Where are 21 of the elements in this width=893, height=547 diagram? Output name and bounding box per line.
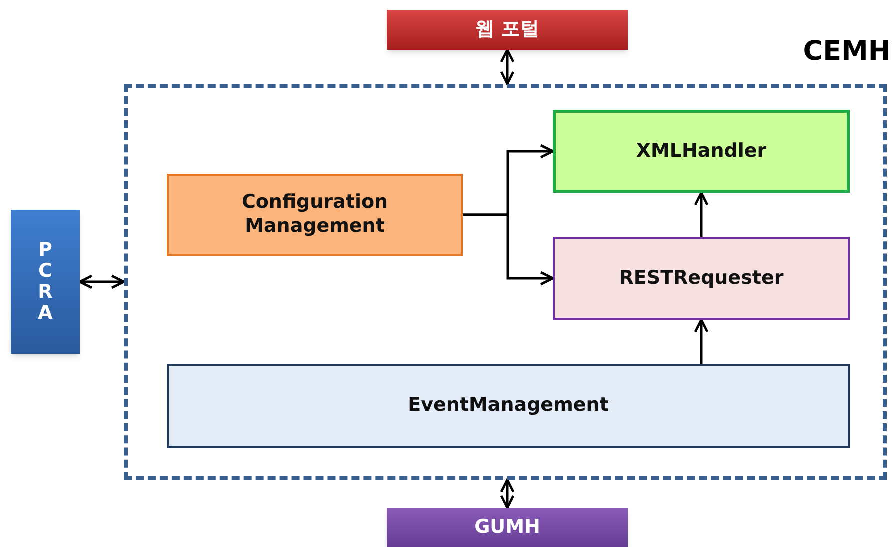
node-label: XMLHandler — [635, 140, 768, 164]
arrow — [694, 192, 709, 237]
system-box — [387, 508, 628, 547]
arrow — [463, 214, 554, 286]
node-label: PCRA — [37, 240, 54, 324]
node-label: RESTRequester — [618, 266, 785, 290]
arrow — [78, 274, 126, 290]
node-label: GUMH — [474, 516, 542, 540]
module-box — [167, 174, 463, 256]
node-label: 웹 포털 — [474, 18, 540, 42]
arrow — [500, 478, 515, 510]
arrow — [500, 48, 515, 86]
module-box — [167, 364, 850, 448]
boundary-title: CEMH — [803, 38, 891, 65]
system-box — [11, 210, 80, 354]
node-label: Configuration Management — [240, 191, 390, 239]
arrow — [694, 318, 709, 364]
portal-box — [387, 10, 628, 50]
node-label: EventManagement — [407, 394, 610, 418]
module-box — [553, 110, 850, 193]
module-box — [553, 237, 850, 320]
